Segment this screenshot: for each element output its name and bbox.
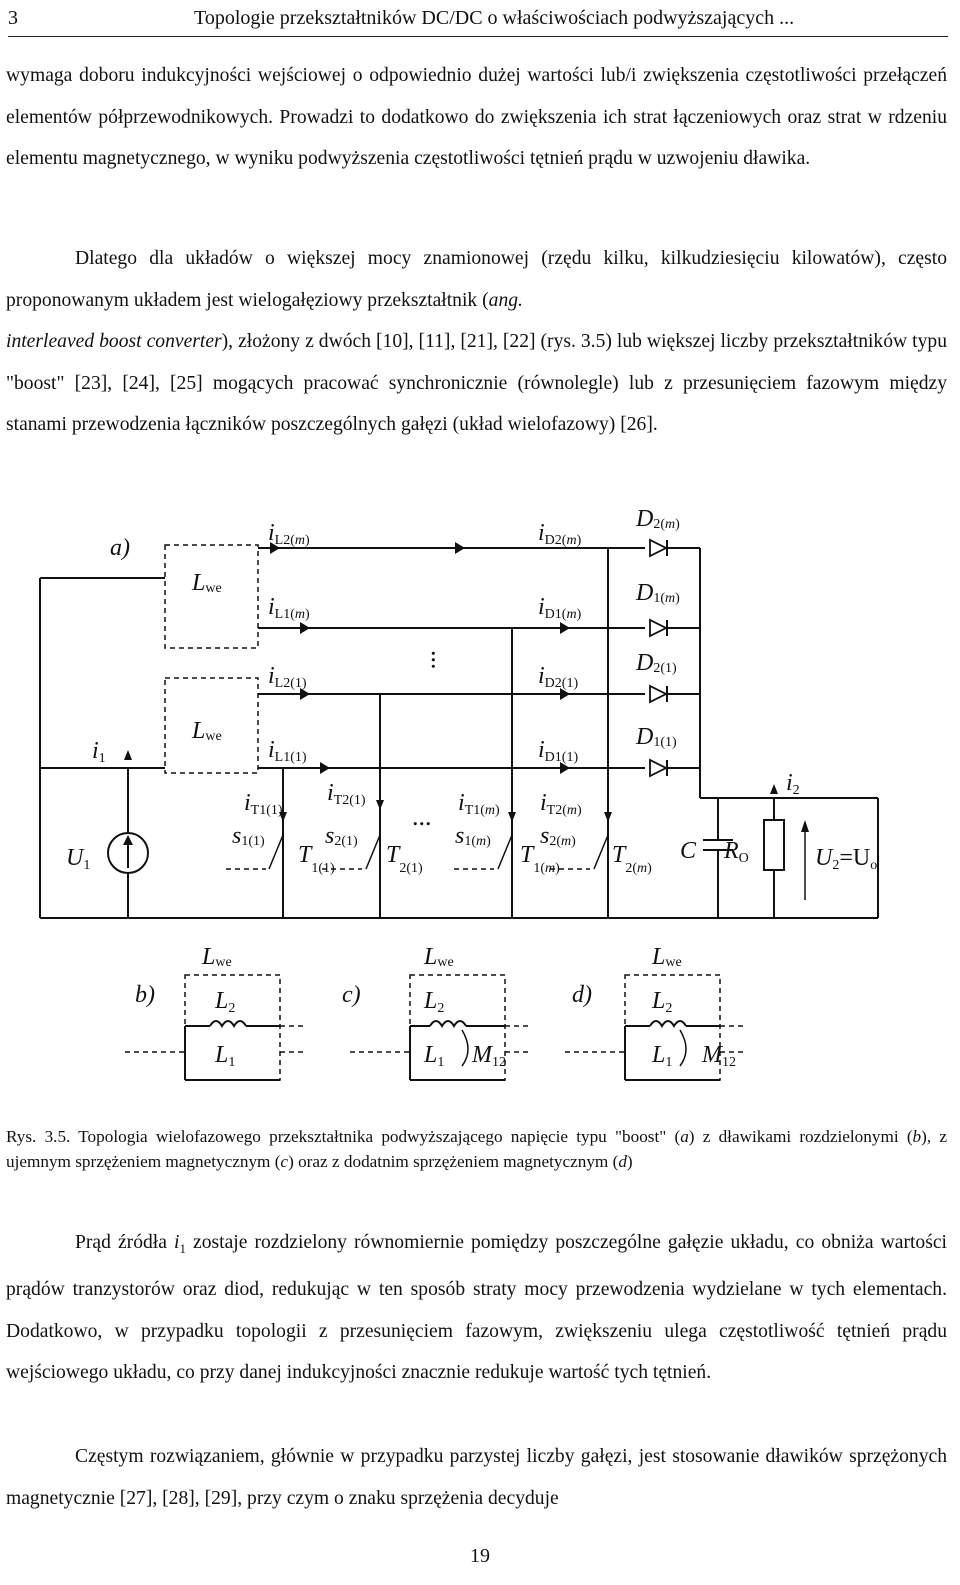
- label-d-L2: L2: [651, 988, 672, 1016]
- label-s11: s1(1): [232, 823, 265, 849]
- label-b-Lwe: Lwe: [201, 944, 232, 970]
- label-c-M12: M12: [471, 1042, 506, 1070]
- label-T2m: T2(m): [612, 842, 652, 876]
- label-iL11: iL1(1): [268, 737, 307, 765]
- diode-D11: [649, 758, 669, 778]
- label-D11: D1(1): [635, 724, 677, 750]
- label-iT11: iT1(1): [244, 790, 283, 818]
- label-Ro: RO: [723, 838, 749, 866]
- label-iT2m: iT2(m): [540, 790, 582, 818]
- paragraph-3: Prąd źródła i1 zostaje rozdzielony równo…: [6, 1232, 947, 1384]
- label-s2m: s2(m): [540, 823, 576, 849]
- label-D1m: D1(m): [635, 580, 680, 606]
- label-T11: T1(1): [298, 842, 335, 876]
- diode-D1m: [649, 618, 669, 638]
- diode-D2m: [649, 538, 669, 558]
- label-a: a): [110, 535, 130, 561]
- label-b-L2: L2: [214, 988, 235, 1016]
- label-d-L1: L1: [651, 1042, 672, 1070]
- label-c: c): [342, 982, 361, 1008]
- label-iL21: iL2(1): [268, 663, 307, 691]
- figure-caption: Rys. 3.5. Topologia wielofazowego przeks…: [6, 1127, 947, 1171]
- label-iT1m: iT1(m): [458, 790, 500, 818]
- running-header: 3 Topologie przekształtników DC/DC o wła…: [8, 2, 948, 37]
- horizontal-dots: ...: [412, 802, 432, 831]
- label-d-M12: M12: [701, 1042, 736, 1070]
- chapter-number: 3: [8, 7, 18, 29]
- label-c-L2: L2: [423, 988, 444, 1016]
- label-s1m: s1(m): [455, 823, 491, 849]
- label-c-Lwe: Lwe: [423, 944, 454, 970]
- label-i1: i1: [92, 738, 106, 766]
- label-d-Lwe: Lwe: [651, 944, 682, 970]
- vertical-dots: ...: [426, 650, 455, 670]
- paragraph-4: Częstym rozwiązaniem, głównie w przypadk…: [6, 1446, 947, 1509]
- label-iL2m: iL2(m): [268, 520, 310, 548]
- label-Lwe-m: Lwe: [191, 570, 222, 596]
- label-c-L1: L1: [423, 1042, 444, 1070]
- panel-d: [565, 974, 745, 1081]
- label-b-L1: L1: [214, 1042, 235, 1070]
- label-Lwe-1: Lwe: [191, 718, 222, 744]
- label-i2: i2: [786, 770, 800, 798]
- paragraph-2: Dlatego dla układów o większej mocy znam…: [6, 248, 947, 435]
- label-C: C: [680, 838, 697, 864]
- panel-c: [350, 974, 530, 1081]
- label-U1: U1: [66, 845, 90, 873]
- panel-b: [125, 974, 305, 1081]
- label-T1m: T1(m): [520, 842, 560, 876]
- circuit-figure: a) iL2(m) iL1(m) iD2(m) iD1(m) D2(m) D1(…: [39, 506, 879, 1081]
- label-U2: U2=Uo: [815, 845, 877, 873]
- label-D2m: D2(m): [635, 506, 680, 532]
- label-D21: D2(1): [635, 650, 677, 676]
- english-term: interleaved boost converter: [6, 331, 222, 352]
- chapter-title: Topologie przekształtników DC/DC o właśc…: [194, 7, 795, 29]
- label-iL1m: iL1(m): [268, 594, 310, 622]
- label-s21: s2(1): [325, 823, 358, 849]
- label-d: d): [572, 982, 592, 1008]
- label-b: b): [135, 982, 155, 1008]
- paragraph-1: wymaga doboru indukcyjności wejściowej o…: [6, 65, 947, 169]
- label-T21: T2(1): [386, 842, 423, 876]
- label-iD1m: iD1(m): [538, 594, 582, 622]
- label-iD2m: iD2(m): [538, 520, 582, 548]
- page-number: 19: [470, 1545, 490, 1567]
- label-iT21: iT2(1): [327, 780, 366, 808]
- diode-D21: [649, 684, 669, 704]
- label-iD11: iD1(1): [538, 737, 578, 765]
- label-iD21: iD2(1): [538, 663, 578, 691]
